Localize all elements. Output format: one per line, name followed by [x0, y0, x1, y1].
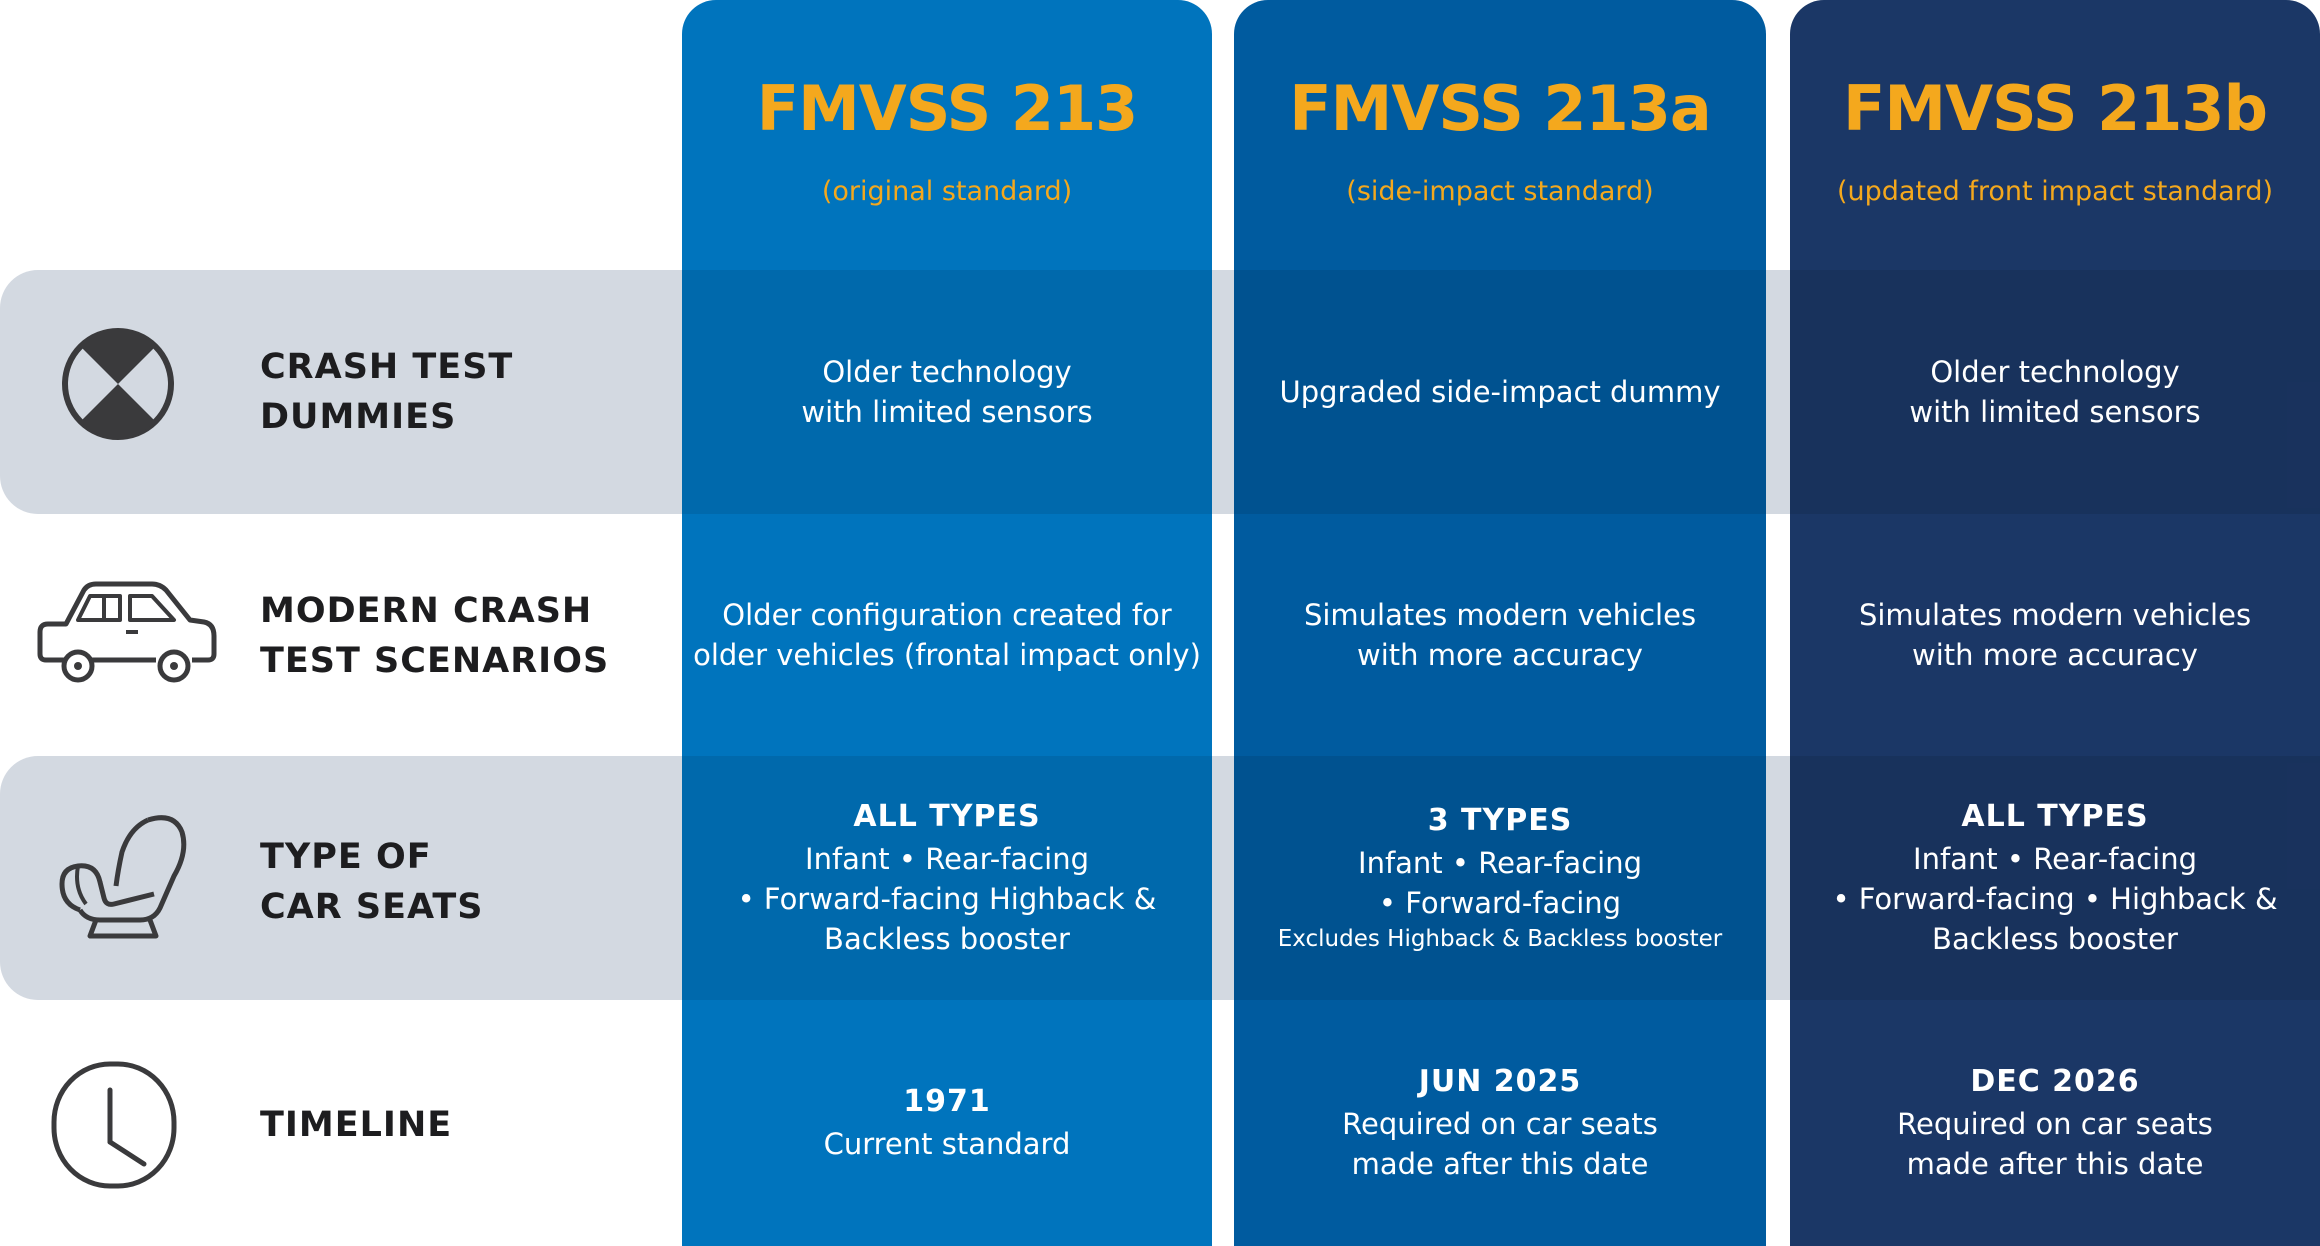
- column-header: FMVSS 213a (side-impact standard): [1234, 0, 1766, 270]
- column-fmvss-213: FMVSS 213 (original standard) Older tech…: [682, 0, 1212, 1246]
- cell-seats: 3 TYPES Infant • Rear-facing • Forward-f…: [1277, 803, 1723, 952]
- clock-icon: [51, 1061, 177, 1189]
- column-title: FMVSS 213: [756, 72, 1139, 145]
- cell-seats: ALL TYPES Infant • Rear-facing • Forward…: [737, 799, 1157, 956]
- cell-timeline: DEC 2026 Required on car seats made afte…: [1897, 1064, 2213, 1181]
- cell-seats: ALL TYPES Infant • Rear-facing • Forward…: [1832, 799, 2278, 956]
- car-icon: [37, 581, 217, 683]
- cell-scenarios: Older configuration created for older ve…: [693, 598, 1201, 672]
- column-fmvss-213b: FMVSS 213b (updated front impact standar…: [1790, 0, 2320, 1246]
- cell-dummies: Older technology with limited sensors: [801, 355, 1093, 429]
- cell-timeline: JUN 2025 Required on car seats made afte…: [1342, 1064, 1658, 1181]
- row-label-timeline: TIMELINE: [260, 1105, 453, 1145]
- row-label-scenarios: MODERN CRASH TEST SCENARIOS: [260, 591, 610, 681]
- column-header: FMVSS 213b (updated front impact standar…: [1790, 0, 2320, 270]
- column-subtitle: (side-impact standard): [1346, 176, 1654, 207]
- cell-dummies: Older technology with limited sensors: [1909, 355, 2201, 429]
- cell-dummies: Upgraded side-impact dummy: [1279, 375, 1721, 409]
- cell-scenarios: Simulates modern vehicles with more accu…: [1858, 598, 2252, 672]
- row-label-seats: TYPE OF CAR SEATS: [260, 837, 484, 927]
- column-subtitle: (original standard): [821, 176, 1073, 207]
- cell-scenarios: Simulates modern vehicles with more accu…: [1303, 598, 1697, 672]
- crash-test-dummy-icon: [62, 328, 174, 440]
- car-seat-icon: [59, 815, 187, 939]
- row-label-dummies: CRASH TEST DUMMIES: [260, 347, 514, 437]
- cell-timeline: 1971 Current standard: [823, 1084, 1071, 1161]
- column-header: FMVSS 213 (original standard): [682, 0, 1212, 270]
- column-subtitle: (updated front impact standard): [1837, 176, 2273, 207]
- column-fmvss-213a: FMVSS 213a (side-impact standard) Upgrad…: [1234, 0, 1766, 1246]
- column-title: FMVSS 213b: [1843, 72, 2268, 145]
- column-title: FMVSS 213a: [1289, 72, 1711, 145]
